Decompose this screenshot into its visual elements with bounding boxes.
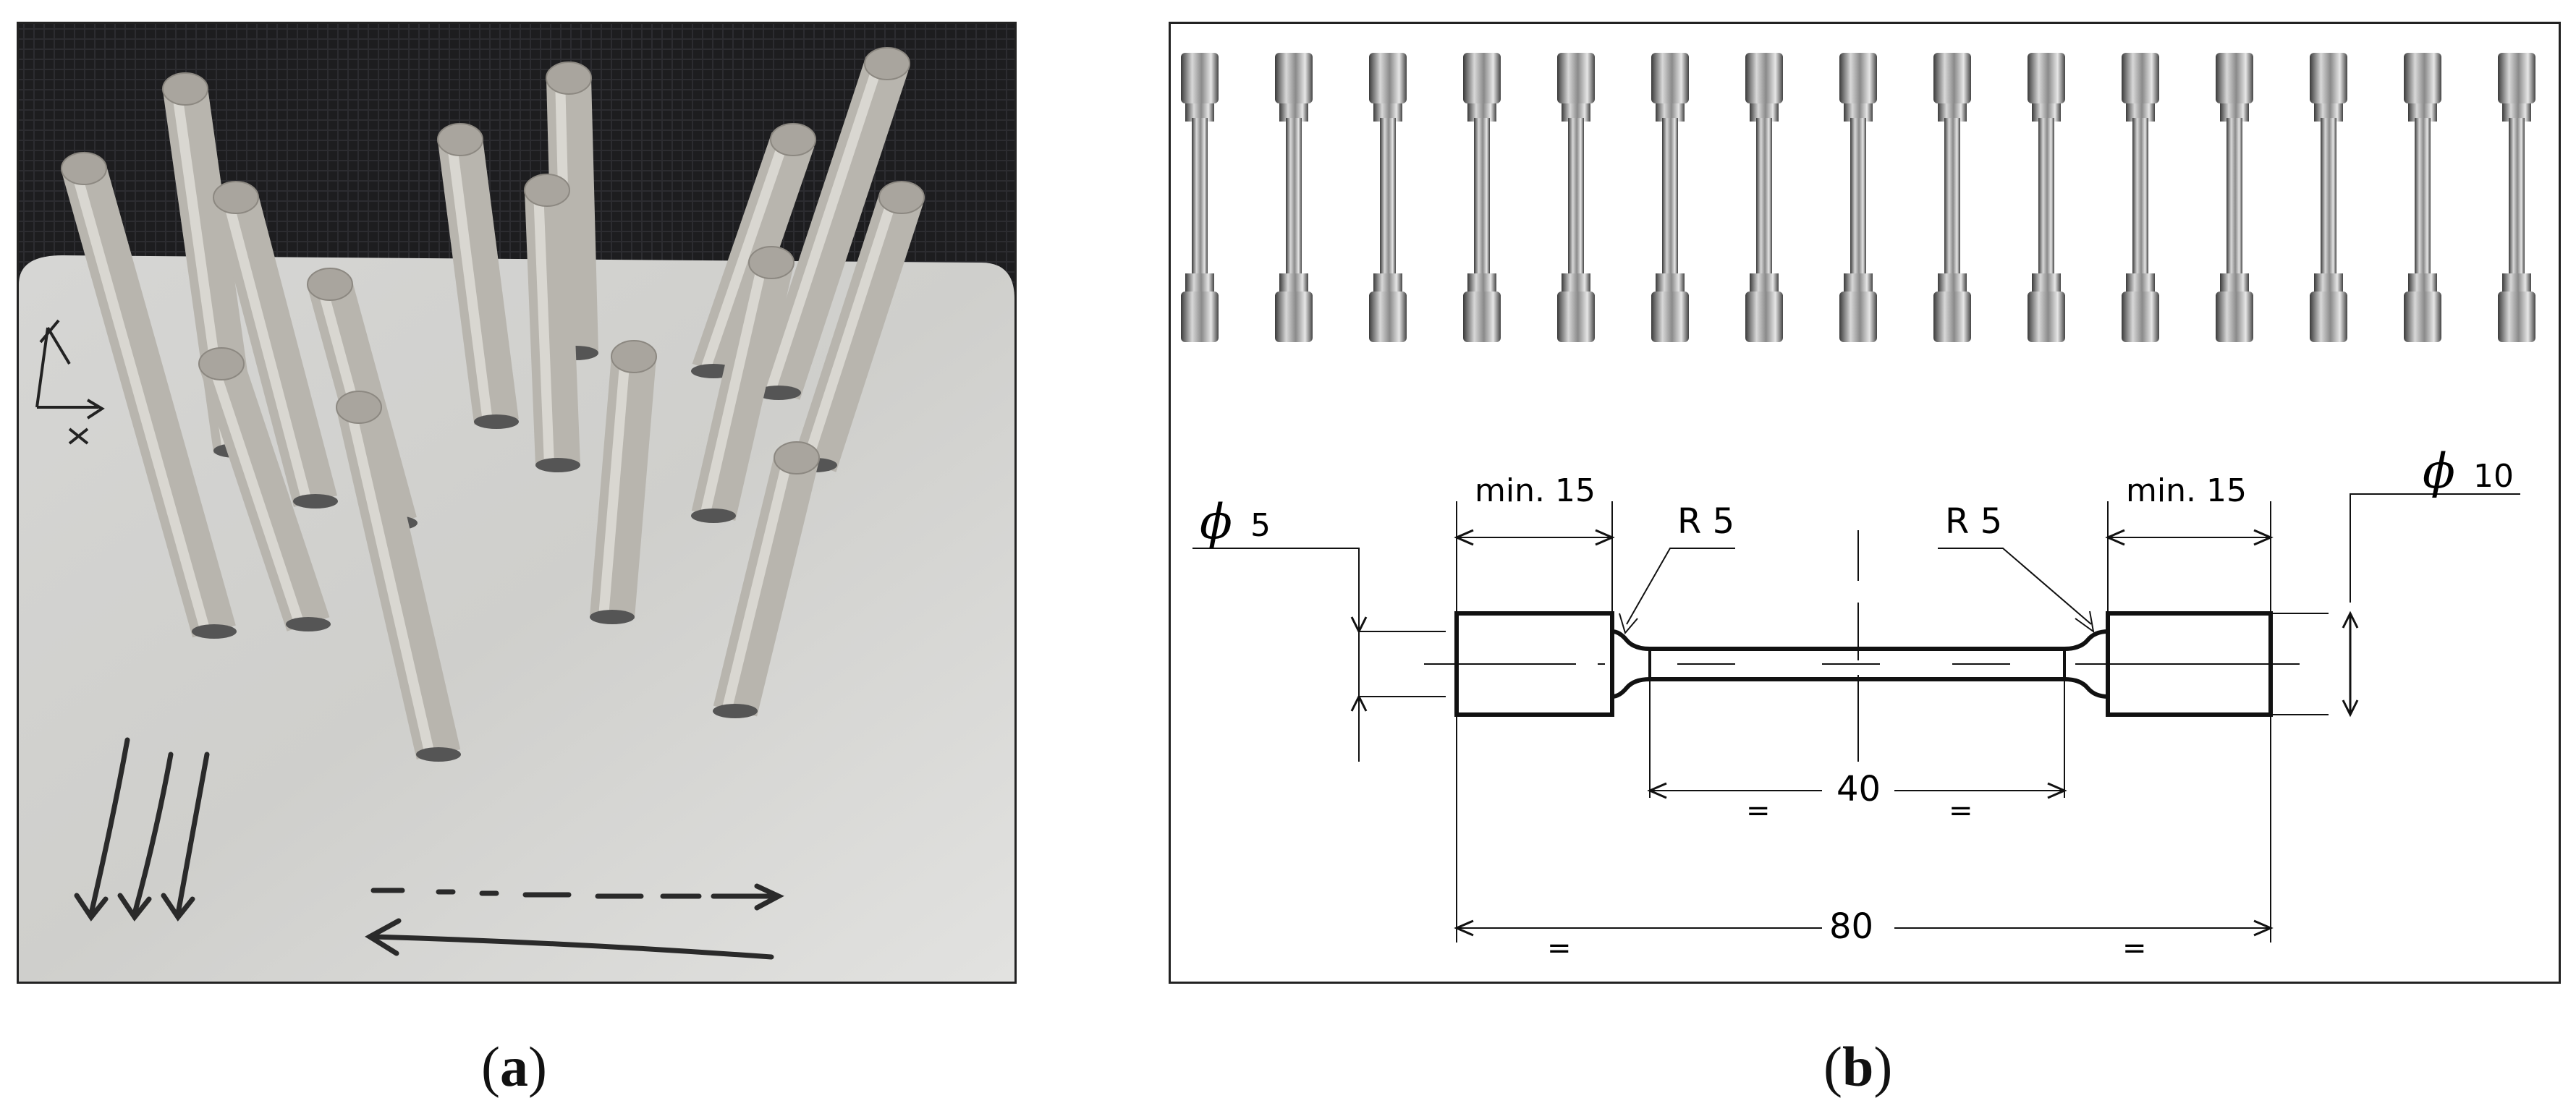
specimen (1463, 53, 1501, 342)
phi-5-value: 5 (1250, 507, 1271, 544)
rod-top (864, 47, 910, 80)
rod-top (524, 174, 570, 207)
rod-top (336, 391, 382, 424)
rod-highlight (533, 190, 554, 466)
specimen (1557, 53, 1595, 342)
specimen (2498, 53, 2535, 342)
rod (793, 190, 923, 472)
rod-support (535, 458, 580, 472)
build-plate-photo (17, 22, 1017, 984)
rod (438, 137, 519, 425)
rod-highlight (208, 362, 305, 626)
rod-top (770, 123, 816, 156)
rod-highlight (700, 137, 789, 373)
rod-top (213, 181, 259, 214)
scan-direction-arrows (365, 883, 784, 960)
rod-group (61, 47, 925, 762)
phi-5-symbol: ϕ (1200, 494, 1232, 550)
left-grip-outline (1454, 611, 1614, 717)
specimen (2122, 53, 2159, 342)
specimen-panel: ϕ 10 ϕ 5 min. 15 min. 15 R 5 R 5 40 80 =… (1169, 22, 2561, 984)
rod-highlight (765, 61, 884, 395)
rod-highlight (345, 406, 435, 756)
rod (757, 56, 909, 400)
caption-close-paren: ) (1873, 1035, 1893, 1098)
rod-support (691, 509, 736, 523)
specimen (2216, 53, 2253, 342)
rod (62, 162, 236, 638)
total-length-label: 80 (1829, 906, 1874, 947)
technical-drawing (1192, 493, 2520, 943)
specimen (1275, 53, 1313, 342)
rod-highlight (801, 195, 898, 467)
build-plate-illustration (19, 24, 1014, 982)
rod-top (748, 246, 795, 279)
rod-top (611, 340, 657, 373)
rod (525, 189, 580, 467)
rod-support (713, 704, 758, 718)
rod-top (437, 123, 483, 156)
equal-mark: = (1949, 794, 1973, 827)
specimen-figure (1181, 53, 2535, 943)
fillet-right-label: R 5 (1945, 501, 2003, 542)
rod (713, 452, 819, 717)
gauge-length-label: 40 (1836, 769, 1881, 809)
rod-support (416, 747, 461, 762)
grip-length-left-label: min. 15 (1475, 472, 1596, 509)
rod-highlight (721, 456, 793, 712)
rod-top (774, 441, 820, 475)
rod-support (590, 610, 635, 624)
specimen (1839, 53, 1877, 342)
rod-top (546, 61, 592, 95)
specimen (1745, 53, 1783, 342)
rod-top (878, 181, 925, 214)
upper-profile (1611, 629, 2109, 651)
caption-open-paren: ( (1823, 1035, 1842, 1098)
rod (691, 258, 794, 521)
rod-highlight (222, 196, 312, 503)
axes-sketch (35, 319, 105, 445)
rod (214, 192, 337, 507)
rod-support (192, 624, 237, 639)
rod (590, 354, 656, 619)
caption-letter: a (499, 1035, 528, 1098)
rod-top (61, 152, 107, 185)
build-direction-arrows (74, 737, 210, 922)
rod-support (756, 386, 801, 400)
rod-highlight (700, 261, 768, 517)
specimen (1651, 53, 1689, 342)
rod (546, 77, 598, 354)
rod-top (307, 268, 353, 301)
lower-profile (1611, 677, 2109, 699)
phi-10-symbol: ϕ (2423, 443, 2455, 499)
caption-close-paren: ) (528, 1035, 547, 1098)
caption-a: (a) (481, 1034, 547, 1099)
specimen (1933, 53, 1971, 342)
rod (336, 402, 461, 760)
phi-10-value: 10 (2473, 458, 2514, 495)
fillet-left-label: R 5 (1677, 501, 1735, 542)
rod-top (162, 72, 208, 106)
rod-support (286, 617, 331, 631)
caption-letter: b (1842, 1035, 1874, 1098)
grip-length-right-label: min. 15 (2126, 472, 2247, 509)
rod-top (198, 347, 245, 380)
specimen (2404, 53, 2441, 342)
rod-highlight (446, 139, 493, 422)
rod-support (293, 494, 338, 509)
equal-mark: = (1547, 932, 1572, 965)
specimen-row (1181, 53, 2535, 342)
rod (200, 357, 330, 631)
rod-highlight (70, 167, 211, 633)
rod-highlight (598, 356, 630, 618)
specimen (1181, 53, 1219, 342)
equal-mark: = (1746, 794, 1771, 827)
caption-open-paren: ( (481, 1035, 500, 1098)
rod-support (474, 414, 519, 429)
equal-mark: = (2122, 932, 2147, 965)
specimen (2028, 53, 2065, 342)
specimen (1369, 53, 1407, 342)
caption-b: (b) (1823, 1034, 1892, 1099)
specimen (2310, 53, 2347, 342)
